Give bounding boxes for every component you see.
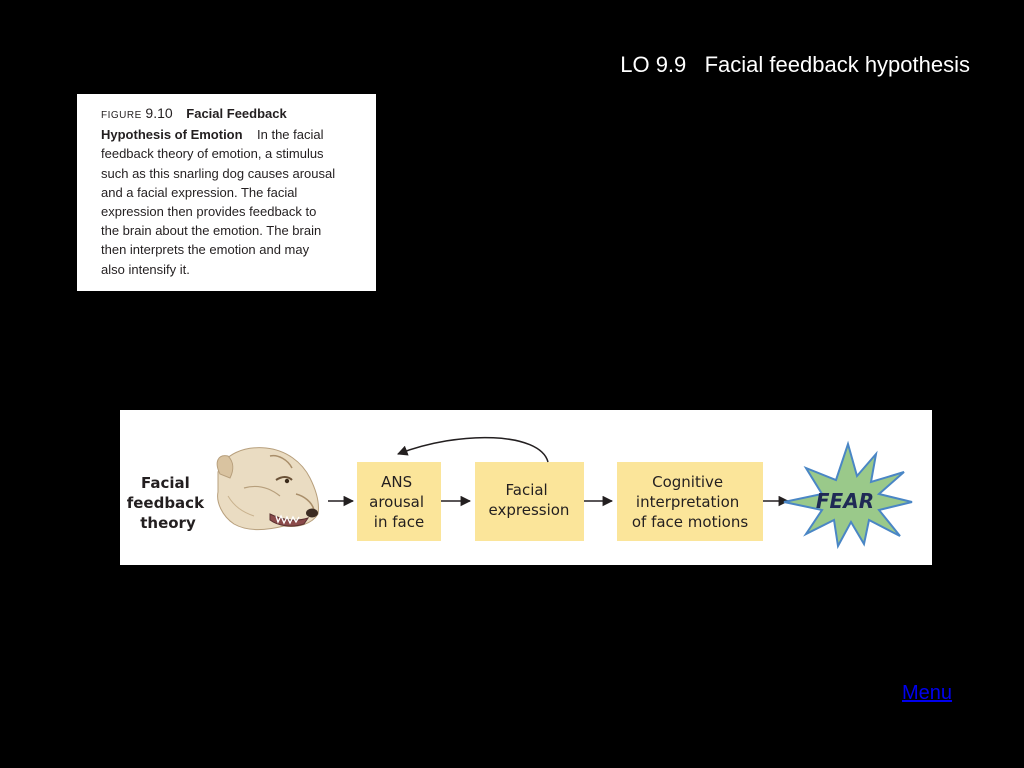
ans-arousal-text: ANS arousal in face	[369, 473, 429, 531]
figure-caption: FIGURE 9.10 Facial Feedback Hypothesis o…	[77, 94, 376, 291]
slide-title: LO 9.9 Facial feedback hypothesis	[620, 52, 970, 77]
caption-body-line: the brain about the emotion. The brain	[101, 223, 322, 239]
theory-label-line: Facial	[141, 474, 190, 492]
diagram-svg: Facial feedback theory ANS arousal	[127, 436, 913, 550]
fear-burst: FEAR	[783, 440, 913, 550]
feedback-arrow	[397, 436, 549, 463]
cognitive-interpretation-box: Cognitive interpretation of face motions	[617, 462, 763, 541]
figure-label: FIGURE	[101, 110, 142, 121]
caption-line-2: Hypothesis of Emotion In the facial	[101, 125, 364, 144]
menu-link[interactable]: Menu	[902, 682, 953, 704]
caption-body-line: then interprets the emotion and may	[101, 242, 310, 258]
figure-title-line1: Facial Feedback	[186, 106, 287, 121]
theory-label-line: theory	[140, 514, 196, 532]
box-line: arousal	[369, 493, 424, 511]
ans-arousal-box: ANS arousal in face	[357, 462, 441, 541]
cognitive-interpretation-box-bg	[617, 462, 763, 541]
caption-header-line: FIGURE 9.10 Facial Feedback	[101, 104, 364, 125]
cognitive-interpretation-text: Cognitive interpretation of face motions	[632, 473, 748, 531]
ans-arousal-box-bg	[357, 462, 441, 541]
theory-label: Facial feedback theory	[127, 474, 210, 532]
box-line: interpretation	[636, 493, 739, 511]
facial-feedback-diagram: Facial feedback theory ANS arousal	[120, 410, 932, 565]
fear-burst-shape	[783, 440, 913, 550]
caption-body-line: and a facial expression. The facial	[101, 184, 298, 200]
caption-body-line: feedback theory of emotion, a stimulus	[101, 146, 324, 162]
facial-expression-box: Facial expression	[475, 462, 584, 541]
facial-expression-text: Facial expression	[489, 481, 570, 519]
box-line: Cognitive	[652, 473, 723, 491]
figure-title-line2: Hypothesis of Emotion	[101, 127, 243, 143]
snarling-dog-image	[216, 447, 319, 530]
facial-expression-box-bg	[475, 462, 584, 541]
figure-number: 9.10	[145, 105, 173, 121]
box-line: in face	[374, 513, 424, 531]
box-line: expression	[489, 501, 570, 519]
caption-body-line: In the facial	[257, 127, 324, 143]
fear-label: FEAR	[816, 489, 874, 513]
box-line: ANS	[381, 473, 412, 491]
caption-body-line: expression then provides feedback to	[101, 204, 317, 220]
box-line: of face motions	[632, 513, 748, 531]
caption-body-line: also intensify it.	[101, 261, 190, 277]
theory-label-line: feedback	[127, 494, 205, 512]
caption-body-line: such as this snarling dog causes arousal	[101, 165, 336, 181]
box-line: Facial	[506, 481, 548, 499]
